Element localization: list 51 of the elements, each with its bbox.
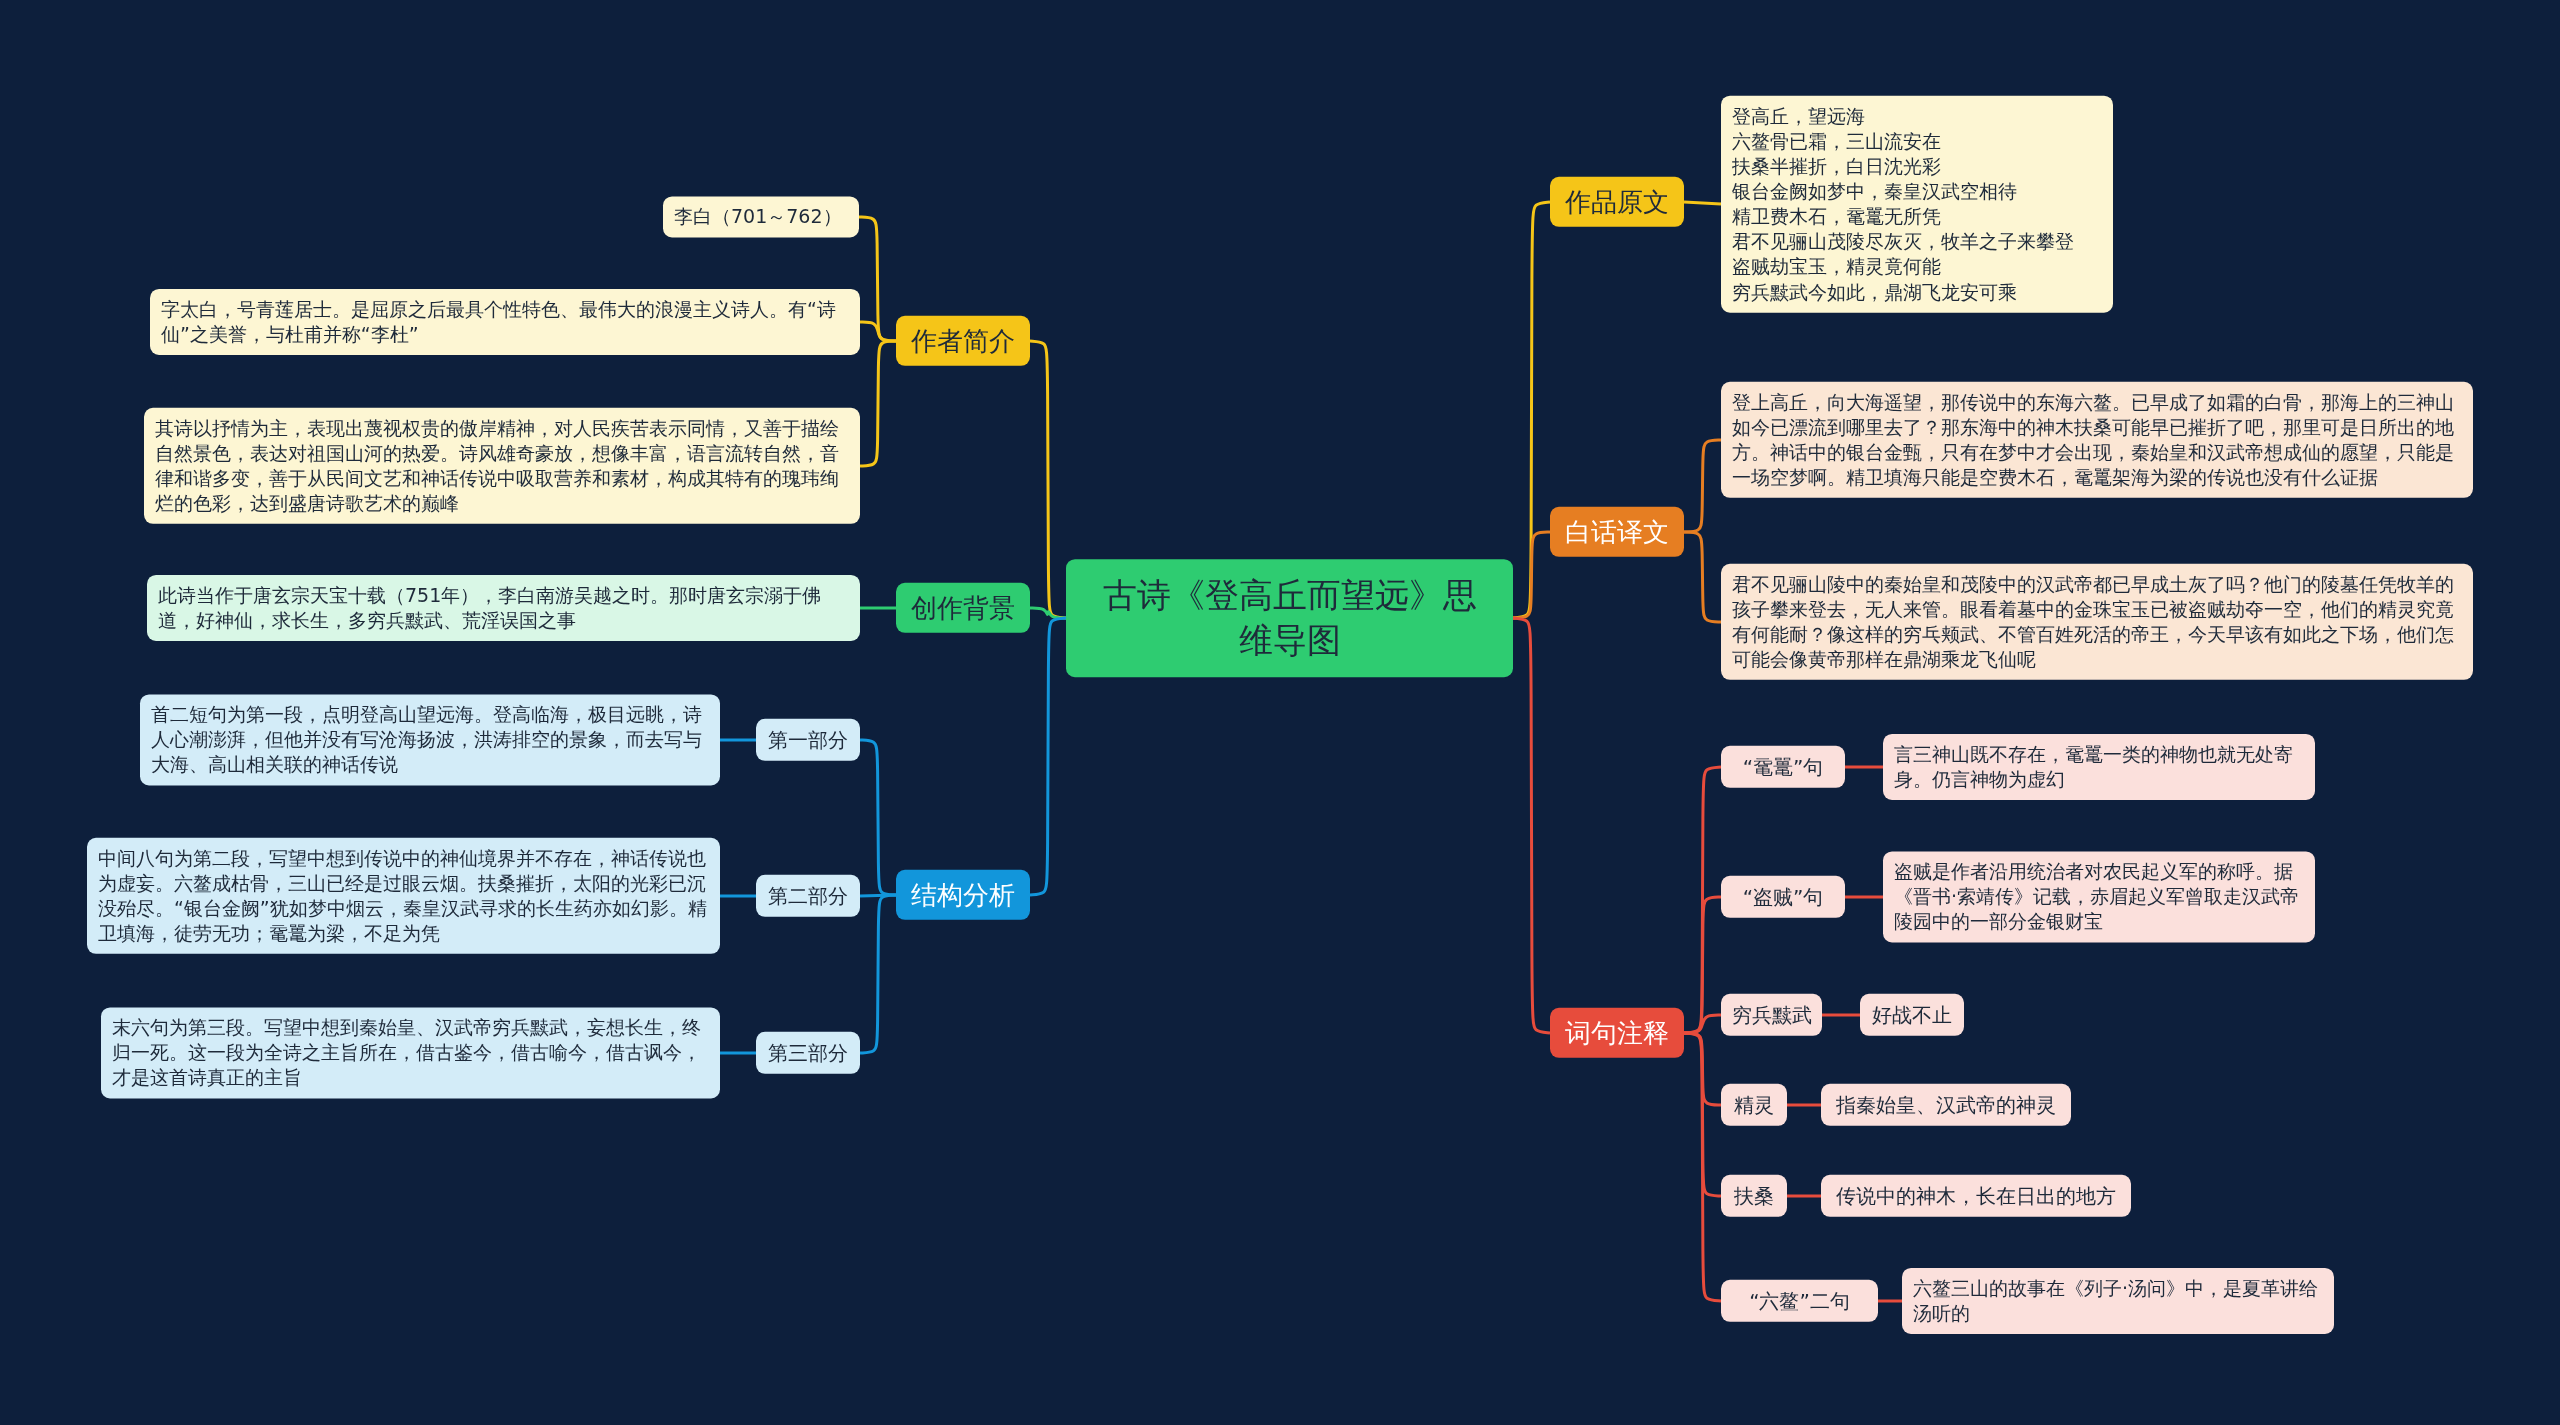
connector [720, 738, 756, 742]
subtopic-box: “盗贼”句 [1721, 875, 1845, 919]
note-box: 末六句为第三段。写望中想到秦始皇、汉武帝穷兵黩武，妄想长生，终归一死。这一段为全诗之主旨所在，借古鉴今，借古喻今，借古讽今，才是这首诗真正的主旨 [101, 1007, 720, 1099]
note-box: 君不见骊山陵中的秦始皇和茂陵中的汉武帝都已早成土灰了吗？他门的陵墓任凭牧羊的孩子攀来登去，无人来管。眼看着墓中的金珠宝玉已被盗贼劫夺一空，他们的精灵究竟有何能耐？像这样的穷乓颊武、不管百姓死活的帝王，今天早该有如此之下场，他们怎可能会像黄帝那样在鼎湖乘龙飞仙呢 [1721, 563, 2473, 681]
connector [1030, 606, 1066, 620]
subtopic-box: 传说中的神木，长在日出的地方 [1821, 1174, 2131, 1218]
note-box: 登上高丘，向大海遥望，那传说中的东海六鳌。已早成了如霜的白骨，那海上的三神山如今已漂流到哪里去了？那东海中的神木扶桑可能早已摧折了吧，那里可是日所出的地方。神话中的银台金甄，只有在梦中才会出现，秦始皇和汉武帝想成仙的愿望，只能是一场空梦啊。精卫填海只能是空费木石，鼋鼍架海为梁的传说也没有什么证据 [1721, 381, 2473, 499]
note-box: 中间八句为第二段，写望中想到传说中的神仙境界并不存在，神话传说也为虚妄。六鳌成枯骨，三山已经是过眼云烟。扶桑摧折，太阳的光彩已沉没殆尽。“银台金阙”犹如梦中烟云，秦皇汉武寻求的长生药亦如幻影。精卫填海，徒劳无功；鼋鼍为梁，不足为凭 [87, 837, 720, 955]
subtopic-box: 扶桑 [1721, 1174, 1787, 1218]
connector [1512, 530, 1551, 620]
connector [860, 320, 896, 343]
central-topic: 古诗《登高丘而望远》思维导图 [1066, 559, 1513, 677]
note-box: 李白（701～762） [663, 196, 859, 238]
connector [859, 339, 897, 468]
note-box: 首二短句为第一段，点明登高山望远海。登高临海，极目远眺，诗人心潮澎湃，但他并没有写沧海扬波，洪涛排空的景象，而去写与大海、高山相关联的神话传说 [140, 694, 720, 786]
note-box: 言三神山既不存在，鼋鼍一类的神物也就无处寄身。仍言神物为虚幻 [1883, 733, 2315, 801]
connector [1787, 1194, 1821, 1198]
connector [1787, 1103, 1821, 1107]
connector [720, 894, 756, 898]
subtopic-box: 指秦始皇、汉武帝的神灵 [1821, 1083, 2071, 1127]
connector [1684, 1013, 1721, 1035]
note-box: 字太白，号青莲居士。是屈原之后最具个性特色、最伟大的浪漫主义诗人。有“诗仙”之美誉，与杜甫并称“李杜” [150, 288, 860, 356]
subtopic-box: 第二部分 [756, 874, 860, 918]
note-box: 六鳌三山的故事在《列子·汤问》中，是夏革讲给汤听的 [1902, 1267, 2334, 1335]
subtopic-box: 穷兵黩武 [1721, 993, 1822, 1037]
branch-topic: 创作背景 [896, 582, 1030, 634]
subtopic-box: 第一部分 [756, 718, 860, 762]
branch-topic: 词句注释 [1550, 1007, 1684, 1059]
connector [1683, 200, 1722, 206]
note-box: 盗贼是作者沿用统治者对农民起义军的称呼。据《晋书·索靖传》记载，赤眉起义军曾取走汉武帝陵园中的一部分金银财宝 [1883, 851, 2315, 943]
connector [860, 606, 896, 610]
branch-topic: 作品原文 [1550, 176, 1684, 228]
branch-topic: 白话译文 [1550, 506, 1684, 558]
branch-topic: 结构分析 [896, 869, 1030, 921]
subtopic-box: 好战不止 [1860, 993, 1964, 1037]
connector [1845, 895, 1883, 899]
connector [1845, 765, 1883, 769]
note-box: 其诗以抒情为主，表现出蔑视权贵的傲岸精神，对人民疾苦表示同情，又善于描绘自然景色，表达对祖国山河的热爱。诗风雄奇豪放，想像丰富，语言流转自然，音律和谐多变，善于从民间文艺和神话传说中吸取营养和素材，构成其特有的瑰玮绚烂的色彩，达到盛唐诗歌艺术的巅峰 [144, 407, 860, 525]
subtopic-box: 第三部分 [756, 1031, 860, 1075]
subtopic-box: “鼋鼍”句 [1721, 745, 1845, 789]
connector [1878, 1299, 1902, 1303]
connector [720, 1051, 756, 1055]
connector [1683, 1031, 1722, 1303]
note-box: 登高丘，望远海 六鳌骨已霜，三山流安在 扶桑半摧折，白日沈光彩 银台金阙如梦中，秦皇汉武空相待 精卫费木石，鼋鼍无所凭 君不见骊山茂陵尽灰灭，牧羊之子来攀登 盗贼劫宝玉，精灵竟何能 穷兵黩武今如此，鼎湖飞龙安可乘 [1721, 95, 2113, 313]
connector [859, 893, 897, 1055]
note-box: 此诗当作于唐玄宗天宝十载（751年），李白南游吴越之时。那时唐玄宗溺于佛道，好神仙，求长生，多穷兵黩武、荒淫误国之事 [147, 574, 860, 642]
subtopic-box: “六鳌”二句 [1721, 1279, 1878, 1323]
subtopic-box: 精灵 [1721, 1083, 1787, 1127]
connector [859, 738, 897, 897]
connector [1822, 1013, 1860, 1017]
branch-topic: 作者简介 [896, 315, 1030, 367]
